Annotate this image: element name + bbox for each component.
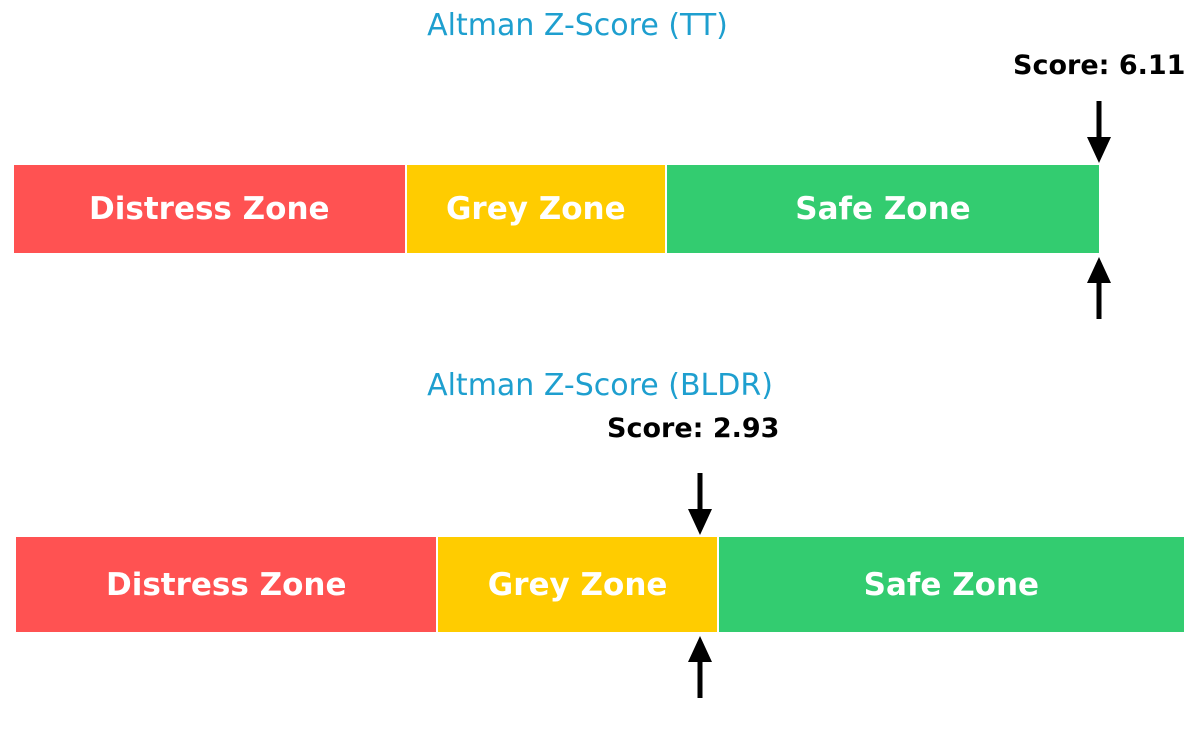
score-arrow-up-icon bbox=[688, 636, 713, 698]
chart-title: Altman Z-Score (BLDR) bbox=[427, 368, 773, 403]
score-arrow-down-icon bbox=[1087, 101, 1111, 163]
safe-zone: Safe Zone bbox=[716, 537, 1184, 632]
score-arrow-up-icon bbox=[1087, 257, 1111, 319]
safe-zone: Safe Zone bbox=[664, 165, 1099, 253]
grey-zone: Grey Zone bbox=[436, 537, 717, 632]
zone-bar: Distress Zone Grey Zone Safe Zone bbox=[14, 165, 1099, 253]
distress-zone: Distress Zone bbox=[14, 165, 405, 253]
grey-zone: Grey Zone bbox=[404, 165, 665, 253]
score-label: Score: 6.11 bbox=[1013, 50, 1186, 81]
chart-title: Altman Z-Score (TT) bbox=[427, 8, 728, 43]
distress-zone: Distress Zone bbox=[16, 537, 437, 632]
zone-bar: Distress Zone Grey Zone Safe Zone bbox=[16, 537, 1184, 632]
score-label: Score: 2.93 bbox=[607, 413, 780, 444]
zscore-panel-bldr: Altman Z-Score (BLDR) Score: 2.93 Distre… bbox=[0, 360, 1200, 746]
score-arrow-down-icon bbox=[688, 473, 713, 535]
zscore-panel-tt: Altman Z-Score (TT) Score: 6.11 Distress… bbox=[0, 0, 1200, 360]
